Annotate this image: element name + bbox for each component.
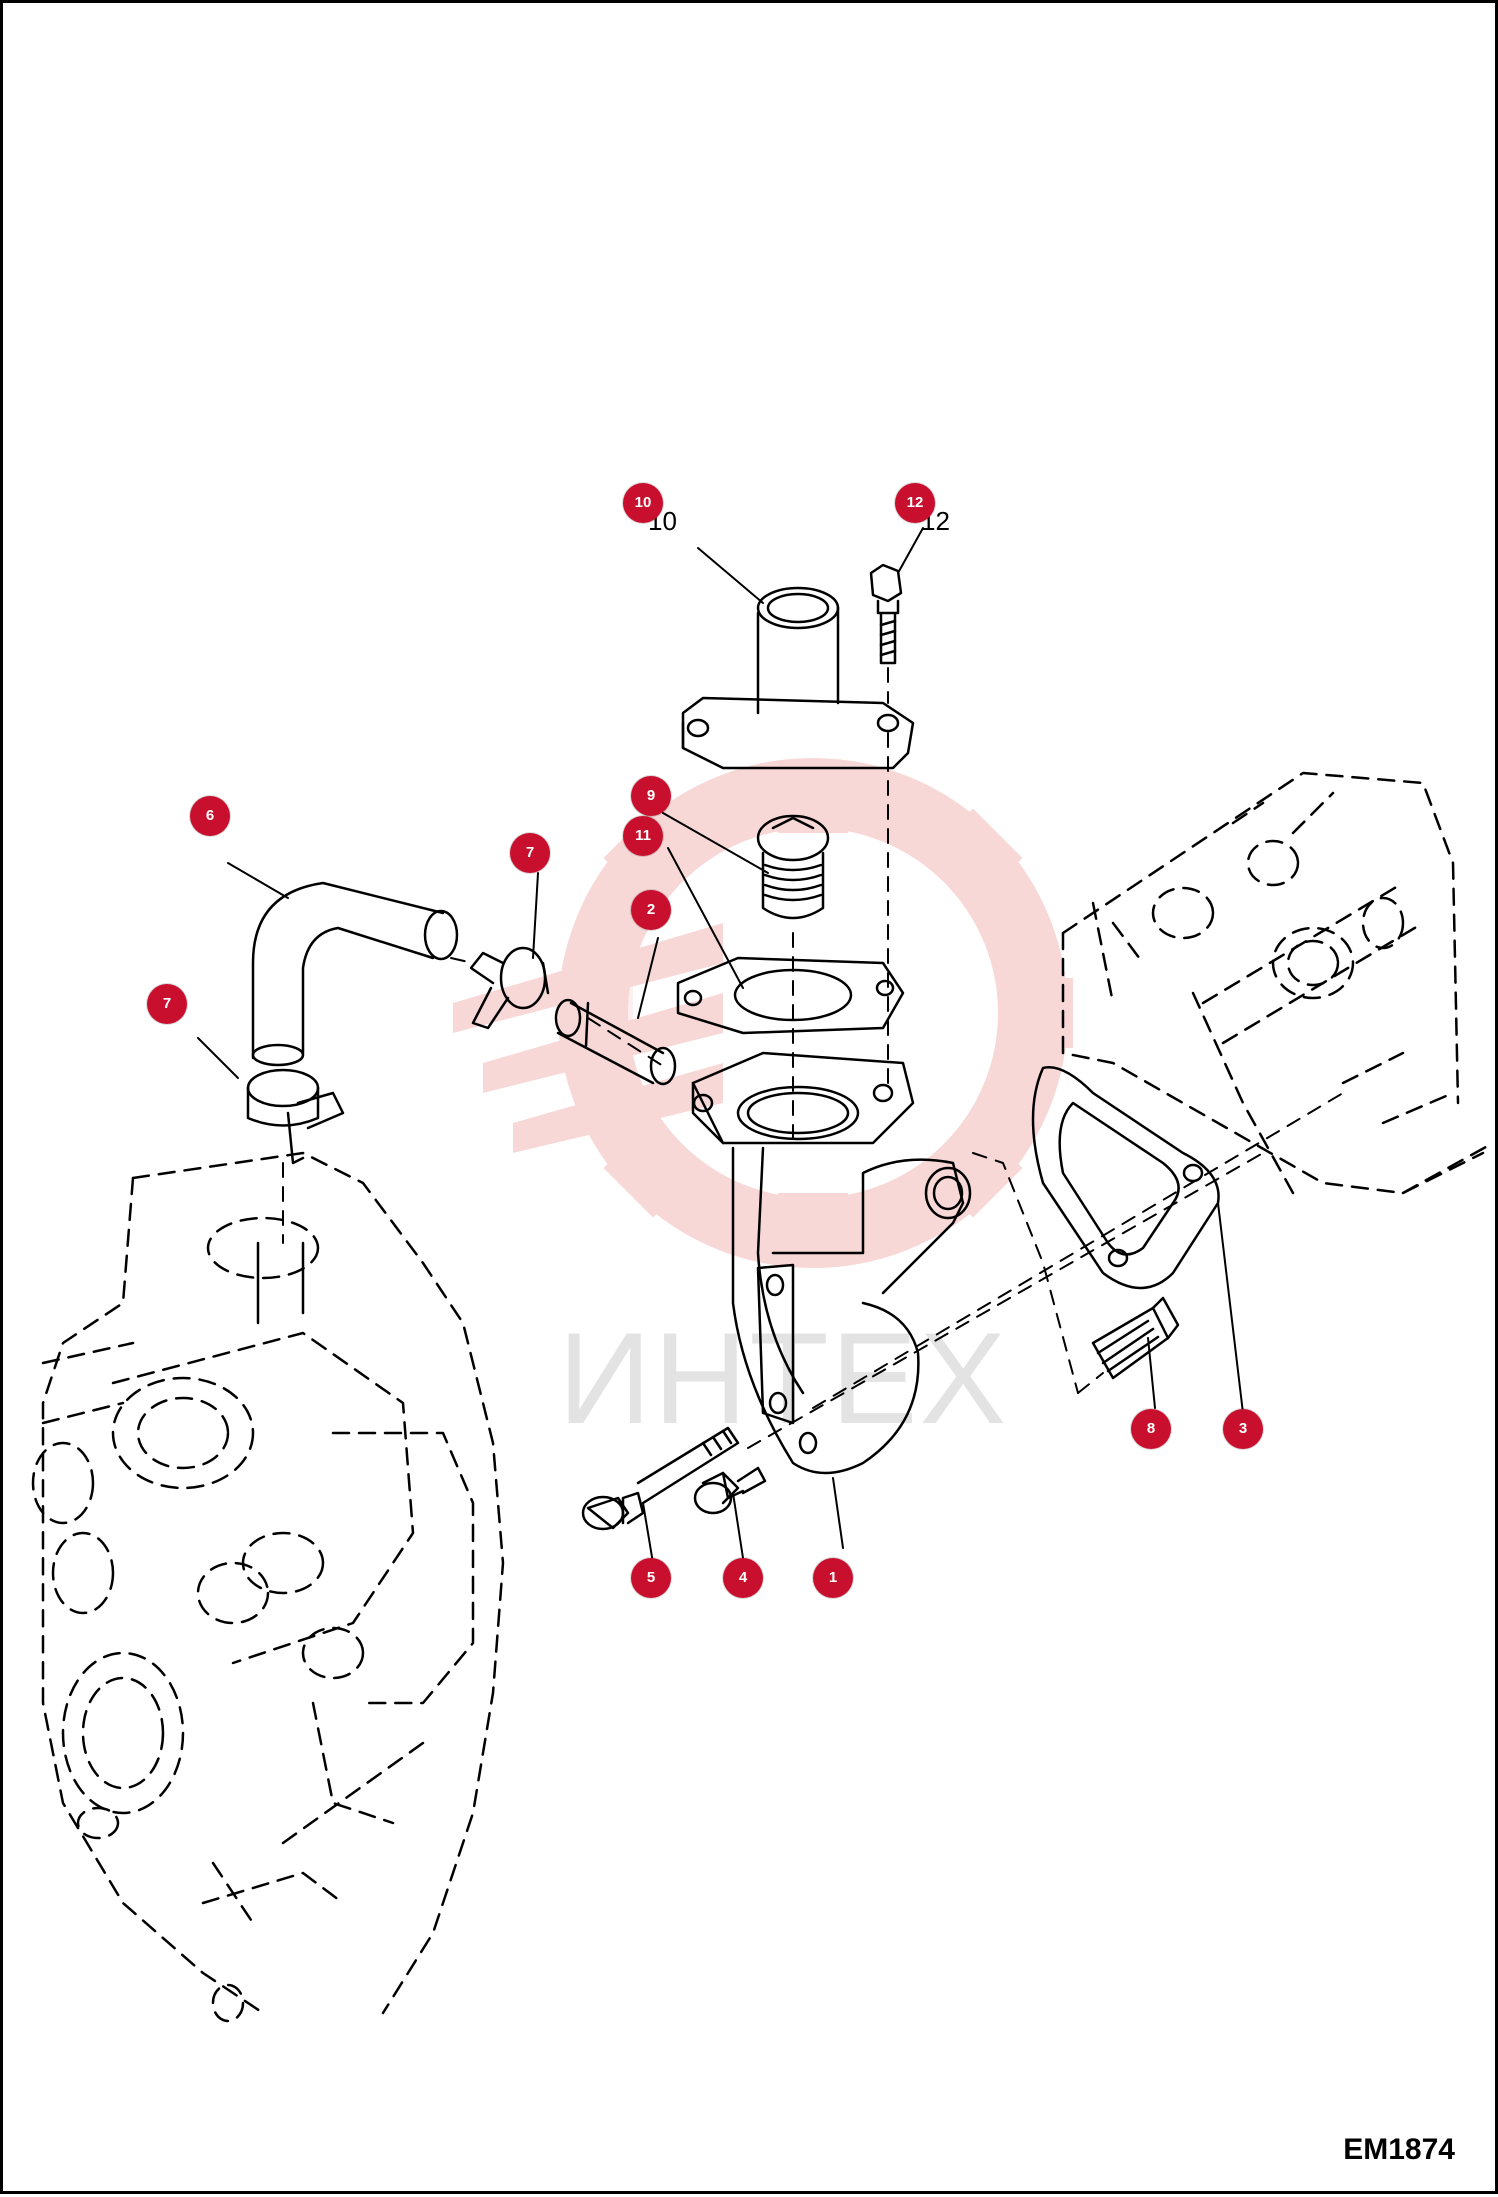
drawing-code: EM1874 (1343, 2133, 1455, 2166)
callout-7-lower[interactable]: 7 (147, 984, 187, 1024)
part-5-bolt (581, 1426, 740, 1531)
alignment-lines (282, 667, 1344, 1449)
callout-10[interactable]: 10 (623, 483, 663, 523)
part-10-water-outlet (681, 586, 915, 770)
part-12-bolt (869, 563, 903, 665)
part-7-hose-clamp-upper (469, 946, 550, 1030)
part-9-thermostat (756, 814, 830, 920)
callout-4[interactable]: 4 (723, 1558, 763, 1598)
callout-3[interactable]: 3 (1223, 1409, 1263, 1449)
part-8-plug (1091, 1296, 1180, 1380)
part-11-gasket (676, 956, 905, 1035)
callout-2[interactable]: 2 (631, 890, 671, 930)
part-3-gasket (1031, 1066, 1220, 1290)
exploded-parts-diagram: 10 12 (31, 506, 1495, 2023)
callout-5[interactable]: 5 (631, 1558, 671, 1598)
callout-11[interactable]: 11 (623, 816, 663, 856)
part-7-hose-clamp-lower (246, 1068, 345, 1165)
part-6-hose (251, 881, 459, 1067)
watermark-gear-icon (453, 758, 1073, 1268)
leader-lines (197, 527, 1244, 1564)
callout-1[interactable]: 1 (813, 1558, 853, 1598)
watermark-text: ИНТЕХ (558, 1305, 1009, 1451)
callout-12[interactable]: 12 (895, 483, 935, 523)
callout-6[interactable]: 6 (190, 796, 230, 836)
callout-7-upper[interactable]: 7 (510, 833, 550, 873)
cylinder-head-ghost (1061, 771, 1495, 1195)
part-2-bypass-pipe (554, 998, 677, 1086)
part-4-bolt (693, 1466, 767, 1515)
water-pump-outlet-neck (256, 1241, 305, 1325)
water-pump-housing-ghost (31, 1151, 505, 2023)
callout-9[interactable]: 9 (631, 776, 671, 816)
callout-8[interactable]: 8 (1131, 1409, 1171, 1449)
part-1-thermostat-housing (691, 1051, 972, 1475)
